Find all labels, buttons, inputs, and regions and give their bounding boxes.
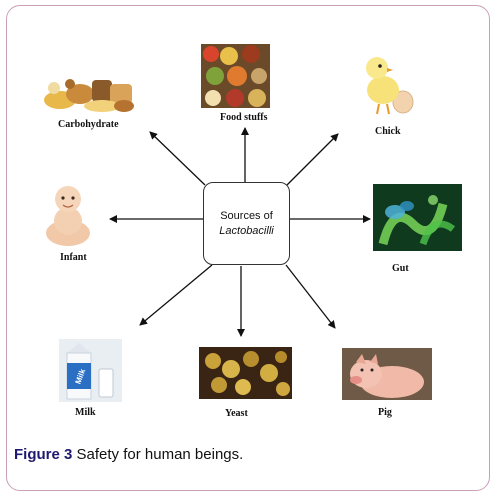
caption-label: Figure 3 [14, 446, 73, 463]
infant-label: Infant [60, 252, 87, 263]
gut-image [373, 184, 462, 251]
arrow-to-pig [285, 264, 336, 329]
infant-image [42, 183, 94, 248]
food-stuffs-image [201, 44, 270, 108]
pig-label: Pig [378, 407, 392, 418]
carbohydrate-image [42, 72, 136, 114]
center-subtitle: Lactobacilli [219, 224, 274, 237]
milk-image: Milk [59, 339, 122, 402]
figure-caption: Figure 3 Safety for human beings. [14, 446, 243, 463]
carbohydrate-label: Carbohydrate [58, 119, 119, 130]
chick-label: Chick [375, 126, 401, 137]
arrow-to-milk [139, 264, 213, 326]
yeast-image [199, 347, 292, 399]
food-stuffs-label: Food stuffs [220, 112, 268, 123]
arrow-to-chick [286, 133, 339, 186]
center-title: Sources of [220, 209, 273, 222]
pig-image [342, 348, 432, 400]
chick-image [357, 52, 415, 116]
center-box: Sources of Lactobacilli [203, 182, 290, 265]
caption-text: Safety for human beings. [72, 446, 244, 463]
yeast-label: Yeast [225, 408, 248, 419]
arrow-to-carbohydrate [149, 131, 206, 186]
milk-label: Milk [75, 407, 96, 418]
gut-label: Gut [392, 263, 409, 274]
